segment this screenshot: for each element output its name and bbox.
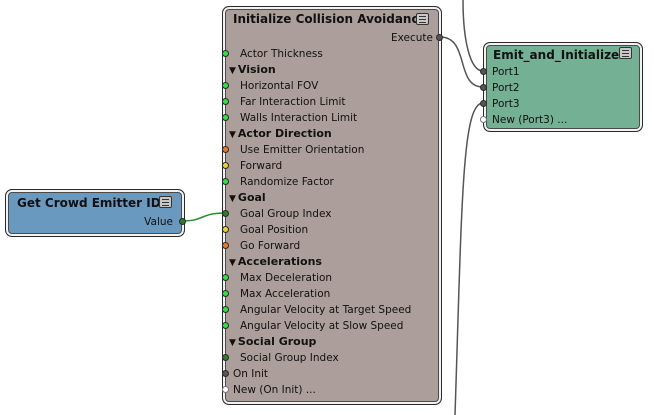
social-group-section[interactable]: ▼Social Group <box>229 334 316 350</box>
port1-pin[interactable] <box>480 68 487 75</box>
initialize-collision-avoidance-node[interactable]: Initialize Collision Avoidance Execute A… <box>222 6 443 405</box>
new-port3-input: New (Port3) ... <box>492 114 568 126</box>
far-interaction-limit-input: Far Interaction Limit <box>240 94 346 110</box>
node-title: Initialize Collision Avoidance <box>233 12 427 26</box>
randomize-factor-pin[interactable] <box>222 178 229 185</box>
max-acceleration-input: Max Acceleration <box>240 286 330 302</box>
row-label: Goal Position <box>240 224 309 236</box>
actor-direction-section[interactable]: ▼Actor Direction <box>229 126 332 142</box>
row-label: Angular Velocity at Slow Speed <box>240 320 404 332</box>
angular-velocity-slow-speed-input: Angular Velocity at Slow Speed <box>240 318 403 334</box>
forward-input: Forward <box>240 158 282 174</box>
port1-input: Port1 <box>492 66 520 78</box>
row-label: Max Acceleration <box>240 288 331 300</box>
forward-pin[interactable] <box>222 162 229 169</box>
wire-execute-to-port2 <box>439 36 484 88</box>
execute-output-label: Execute <box>391 32 433 44</box>
port3-pin[interactable] <box>480 100 487 107</box>
row-label: Vision <box>237 63 276 76</box>
row-label: On Init <box>233 368 269 380</box>
execute-output-pin[interactable] <box>436 34 443 41</box>
row-label: Goal Group Index <box>240 208 332 220</box>
port2-pin[interactable] <box>480 84 487 91</box>
row-label: Max Deceleration <box>240 272 333 284</box>
menu-icon[interactable] <box>416 13 429 25</box>
vision-section[interactable]: ▼Vision <box>229 62 276 78</box>
far-interaction-limit-pin[interactable] <box>222 98 229 105</box>
menu-icon[interactable] <box>159 196 172 208</box>
use-emitter-orientation-input: Use Emitter Orientation <box>240 142 364 158</box>
randomize-factor-input: Randomize Factor <box>240 174 334 190</box>
row-label: New (On Init) ... <box>233 384 316 396</box>
row-label: Go Forward <box>240 240 301 252</box>
goal-position-input: Goal Position <box>240 222 308 238</box>
new-on-init-input: New (On Init) ... <box>233 382 316 398</box>
row-label: Horizontal FOV <box>240 80 319 92</box>
value-output-label: Value <box>144 216 173 228</box>
go-forward-input: Go Forward <box>240 238 300 254</box>
row-label: Randomize Factor <box>240 176 334 188</box>
port2-input: Port2 <box>492 82 520 94</box>
row-label: Forward <box>240 160 283 172</box>
go-forward-pin[interactable] <box>222 242 229 249</box>
on-init-pin[interactable] <box>222 370 229 377</box>
horizontal-fov-pin[interactable] <box>222 82 229 89</box>
walls-interaction-limit-pin[interactable] <box>222 114 229 121</box>
wire-port3-to-bottom <box>454 102 484 415</box>
new-on-init-pin[interactable] <box>222 386 229 393</box>
collapse-triangle-icon[interactable]: ▼ <box>229 66 236 76</box>
goal-position-pin[interactable] <box>222 226 229 233</box>
on-init-input: On Init <box>233 366 268 382</box>
row-label: Social Group <box>237 335 317 348</box>
angular-velocity-slow-speed-pin[interactable] <box>222 322 229 329</box>
port3-input: Port3 <box>492 98 520 110</box>
goal-group-index-input: Goal Group Index <box>240 206 331 222</box>
angular-velocity-target-speed-input: Angular Velocity at Target Speed <box>240 302 411 318</box>
max-deceleration-input: Max Deceleration <box>240 270 332 286</box>
wire-value-to-goal-group-index <box>181 212 226 222</box>
goal-group-index-pin[interactable] <box>222 210 229 217</box>
social-group-index-input: Social Group Index <box>240 350 339 366</box>
row-label: Goal <box>237 191 266 204</box>
new-port3-pin[interactable] <box>480 116 487 123</box>
row-label: Actor Direction <box>237 127 332 140</box>
actor-thickness-input: Actor Thickness <box>240 46 323 62</box>
collapse-triangle-icon[interactable]: ▼ <box>229 130 236 140</box>
collapse-triangle-icon[interactable]: ▼ <box>229 194 236 204</box>
row-label: Far Interaction Limit <box>240 96 346 108</box>
max-acceleration-pin[interactable] <box>222 290 229 297</box>
row-label: Social Group Index <box>240 352 339 364</box>
accelerations-section[interactable]: ▼Accelerations <box>229 254 322 270</box>
value-output-pin[interactable] <box>179 218 186 225</box>
goal-section[interactable]: ▼Goal <box>229 190 266 206</box>
max-deceleration-pin[interactable] <box>222 274 229 281</box>
row-label: Actor Thickness <box>240 48 323 60</box>
row-label: Use Emitter Orientation <box>240 144 365 156</box>
angular-velocity-target-speed-pin[interactable] <box>222 306 229 313</box>
node-title: Get Crowd Emitter ID <box>17 196 161 210</box>
row-label: Accelerations <box>237 255 322 268</box>
collapse-triangle-icon[interactable]: ▼ <box>229 258 236 268</box>
horizontal-fov-input: Horizontal FOV <box>240 78 318 94</box>
collapse-triangle-icon[interactable]: ▼ <box>229 338 236 348</box>
actor-thickness-pin[interactable] <box>222 50 229 57</box>
get-crowd-emitter-id-node[interactable]: Get Crowd Emitter ID Value <box>5 189 186 237</box>
use-emitter-orientation-pin[interactable] <box>222 146 229 153</box>
menu-icon[interactable] <box>619 47 632 59</box>
walls-interaction-limit-input: Walls Interaction Limit <box>240 110 357 126</box>
row-label: Angular Velocity at Target Speed <box>240 304 412 316</box>
wire-top-to-port1 <box>462 0 484 72</box>
node-title: Emit_and_Initialize <box>493 48 620 62</box>
social-group-index-pin[interactable] <box>222 354 229 361</box>
row-label: Walls Interaction Limit <box>240 112 358 124</box>
